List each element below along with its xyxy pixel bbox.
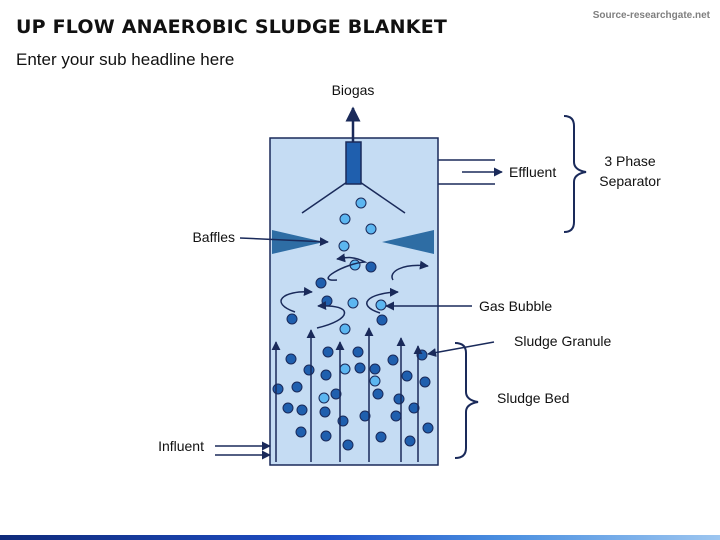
sludge-granule-leader	[427, 341, 495, 357]
separator-label-line1: 3 Phase	[604, 153, 656, 169]
sludge-bed-bracket	[454, 342, 479, 459]
baffles-leader	[239, 237, 329, 247]
swirl-arrows	[280, 253, 429, 329]
effluent-pipe	[438, 159, 503, 185]
page-subtitle: Enter your sub headline here	[16, 50, 235, 69]
gas-bubble-label: Gas Bubble	[479, 298, 552, 314]
separator-label-line2: Separator	[599, 173, 661, 189]
source-credit: Source-researchgate.net	[592, 10, 710, 21]
page-title: UP FLOW ANAEROBIC SLUDGE BLANKET	[16, 16, 448, 38]
footer-bar	[0, 535, 720, 540]
influent-pipe	[215, 441, 271, 460]
sludge-granules	[272, 261, 434, 451]
upflow-arrows	[271, 327, 423, 462]
sludge-granule-label: Sludge Granule	[514, 333, 612, 349]
influent-label: Influent	[158, 438, 204, 454]
effluent-label: Effluent	[509, 164, 556, 180]
baffle-right	[382, 230, 434, 254]
sludge-bed-label: Sludge Bed	[497, 390, 569, 406]
biogas-label: Biogas	[332, 82, 375, 98]
separator-bracket	[563, 115, 587, 233]
baffle-left	[272, 230, 324, 254]
baffles-label: Baffles	[192, 229, 235, 245]
